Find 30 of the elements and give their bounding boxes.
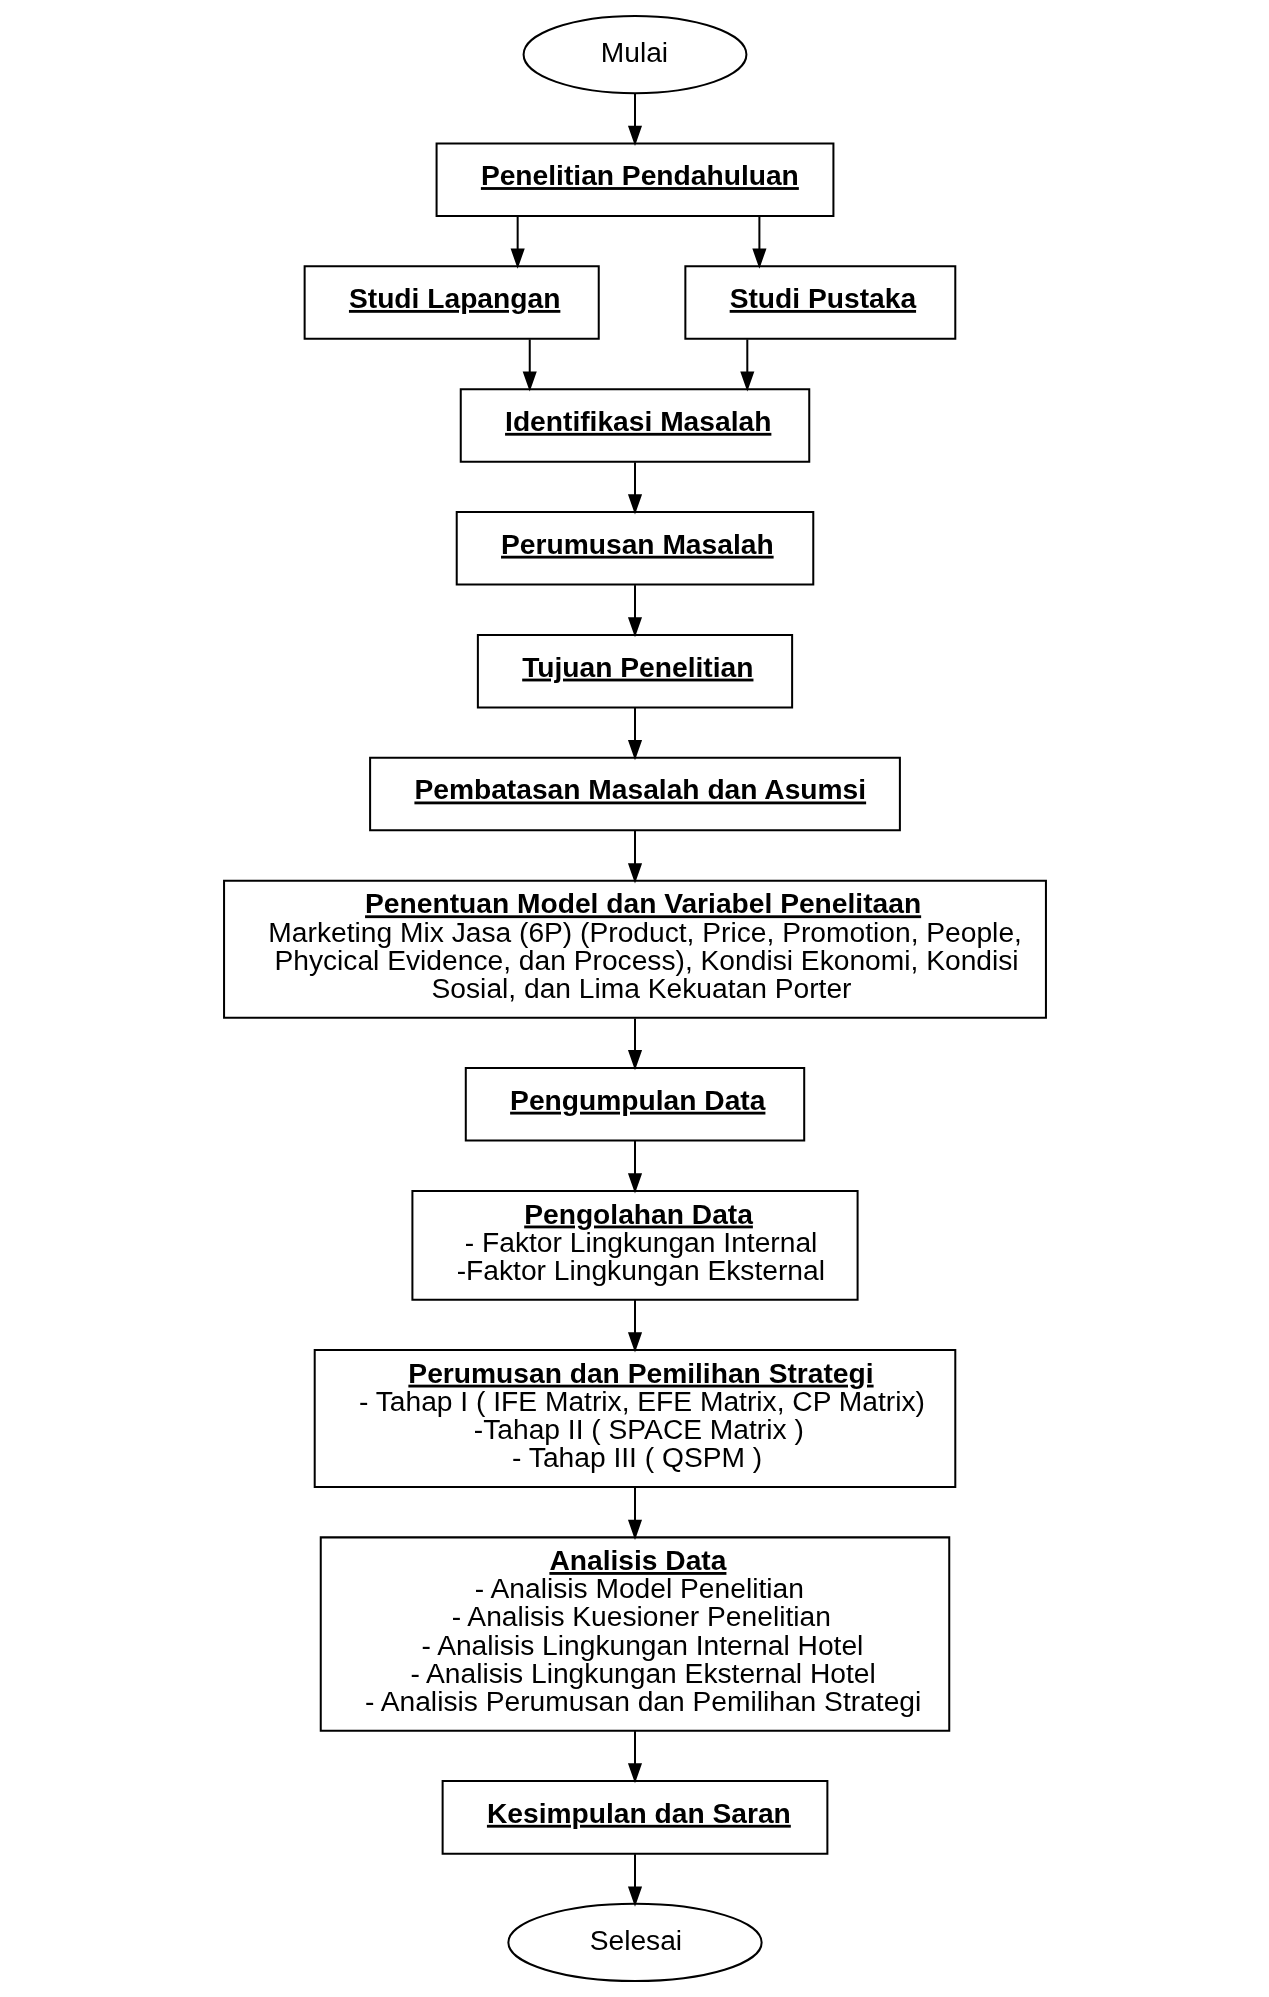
node-box: Perumusan dan Pemilihan Strategi - Tahap I ( IFE Matrix, EFE Matrix, CP Matrix) -Tahap II ( SPACE Matrix ) - Tahap III ( QSPM ) — [313, 1349, 956, 1488]
node-box: Studi Pustaka — [683, 265, 956, 340]
arrow — [627, 1731, 642, 1784]
node-ellipse: Selesai — [506, 1902, 763, 1983]
node-box: Studi Lapangan — [303, 265, 600, 340]
arrow — [627, 462, 642, 515]
node-box: Analisis Data - Analisis Model Penelitian - Analisis Kuesioner Penelitian - Analisis Lingkungan Internal Hotel - Analisis Lingkungan Eksternal Hotel - Analisis Perumusan dan Pemilihan Strategi — [319, 1536, 950, 1732]
node-box: Tujuan Penelitian — [476, 633, 793, 709]
arrow — [751, 216, 766, 269]
arrow — [627, 1487, 642, 1540]
arrow — [627, 708, 642, 761]
arrow — [627, 1854, 642, 1907]
node-box: Pengolahan Data - Faktor Lingkungan Internal -Faktor Lingkungan Eksternal — [410, 1189, 859, 1301]
arrow — [510, 216, 525, 269]
arrow — [739, 339, 754, 392]
arrow — [627, 1018, 642, 1071]
node-box: Perumusan Masalah — [455, 511, 814, 586]
node-box: Penentuan Model dan Variabel Penelitaan Marketing Mix Jasa (6P) (Product, Price, Promotion, People, Phycical Evidence, dan Process), Kondisi Ekonomi, Kondisi Sosial, dan Lima Kekuatan Porter — [222, 879, 1047, 1019]
arrow — [627, 93, 642, 146]
node-box: Pembatasan Masalah dan Asumsi — [368, 756, 901, 832]
arrow — [522, 339, 537, 392]
node-box: Identifikasi Masalah — [459, 388, 810, 463]
arrow — [627, 1140, 642, 1194]
node-box: Kesimpulan dan Saran — [441, 1780, 828, 1855]
arrow — [627, 830, 642, 884]
arrow — [627, 585, 642, 638]
node-box: Pengumpulan Data — [464, 1067, 805, 1142]
node-box: Penelitian Pendahuluan — [435, 142, 834, 217]
node-ellipse: Mulai — [522, 14, 747, 95]
arrow — [627, 1300, 642, 1353]
